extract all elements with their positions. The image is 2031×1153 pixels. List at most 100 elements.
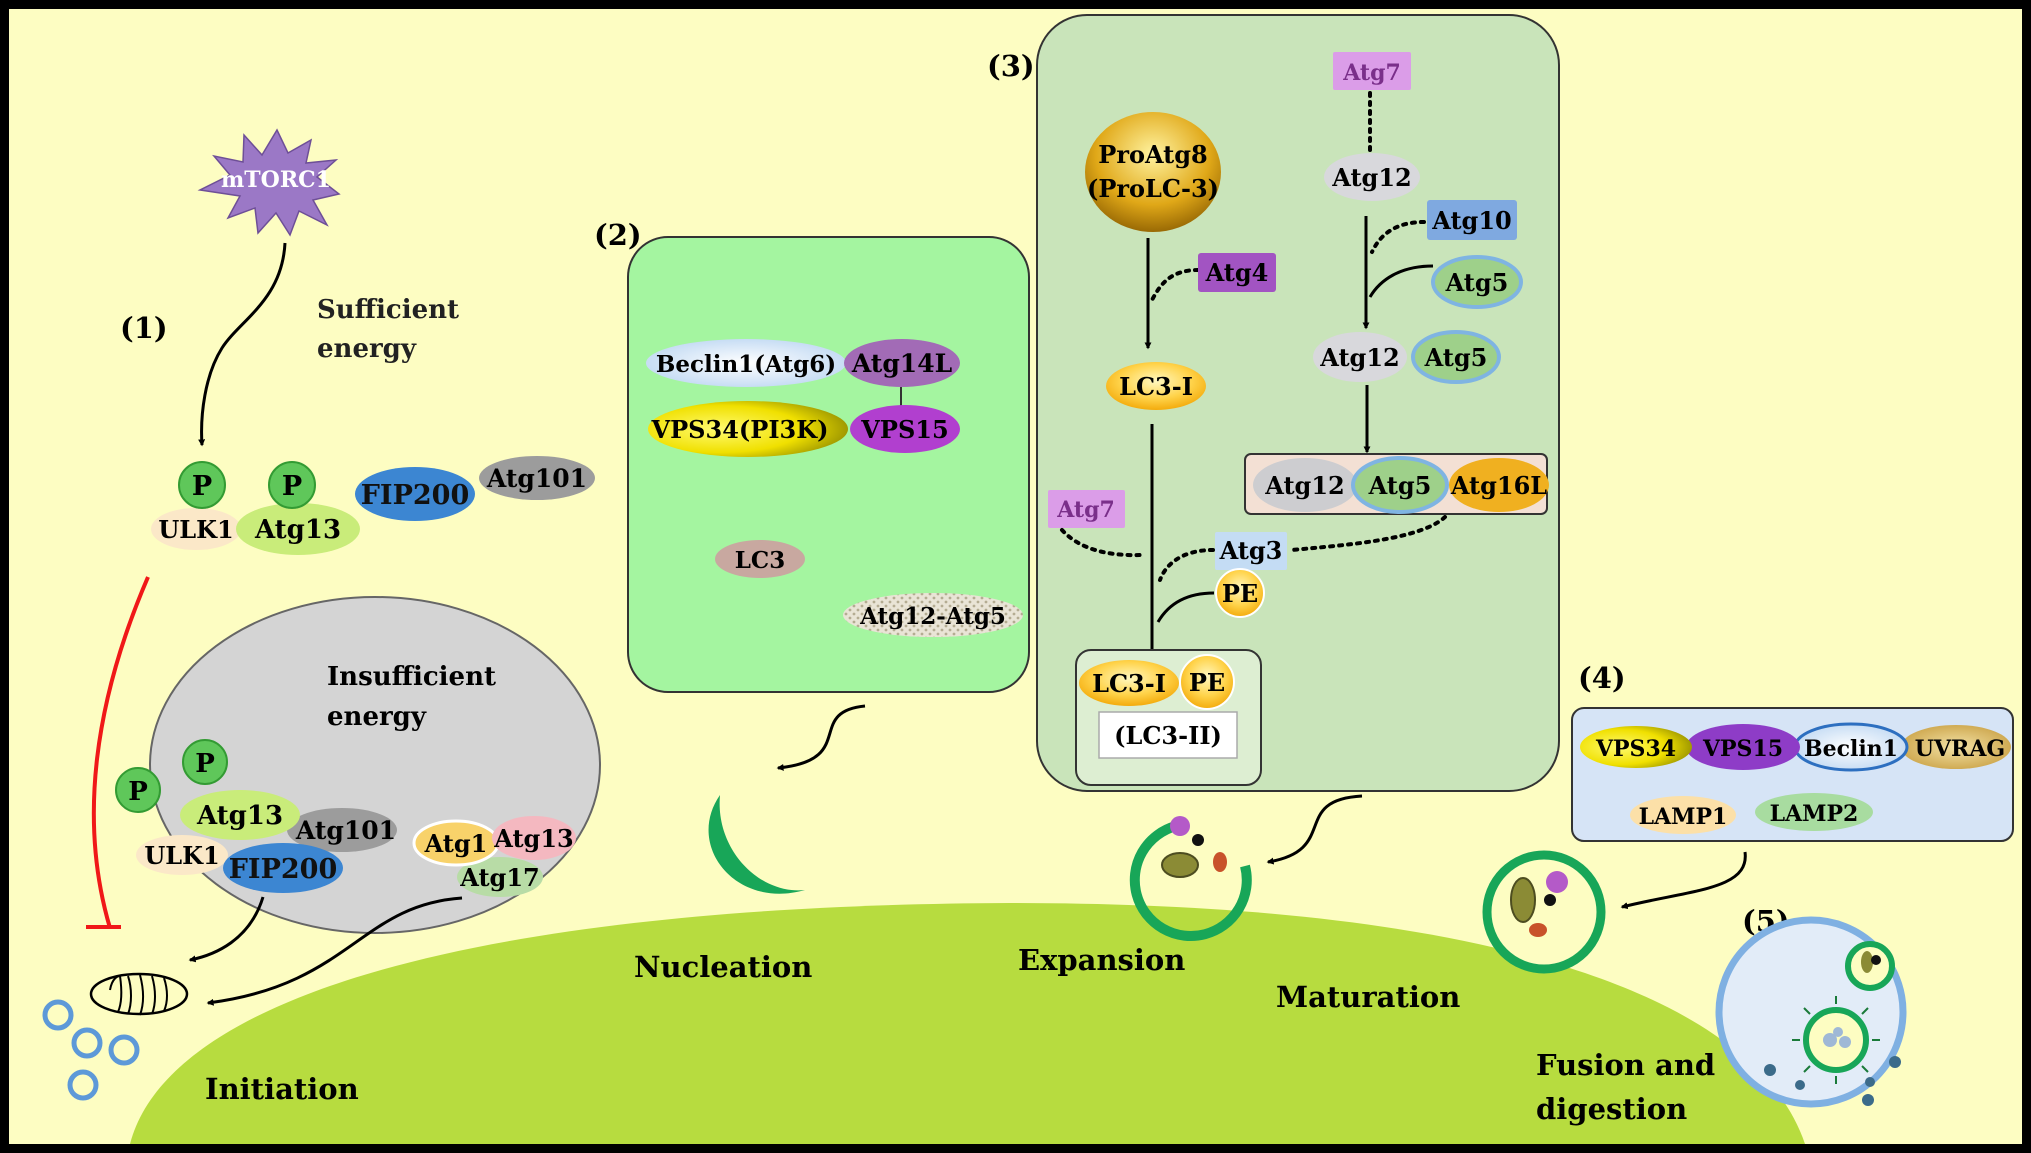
atg4-node [1198, 253, 1276, 292]
atg17-label: Atg17 [459, 863, 539, 892]
step-2-label: (2) [594, 218, 642, 252]
atg101-label-insufficient: Atg101 [295, 816, 396, 845]
lc3i-label: LC3-I [1119, 372, 1193, 401]
beclin1-label: Beclin1(Atg6) [656, 351, 836, 378]
phospho-p-label-3: P [195, 749, 215, 779]
stage-label-nucleation: Nucleation [634, 950, 812, 984]
phospho-p-node-4 [115, 767, 161, 813]
vps34-pi3k-node [648, 401, 848, 457]
phospho-p-label-2: P [282, 471, 302, 502]
fip200-label: FIP200 [361, 480, 469, 511]
lc3i-node [1106, 362, 1206, 410]
atg7-label-left: Atg7 [1056, 497, 1115, 523]
atg12-node-complex [1253, 458, 1357, 512]
atg14l-label: Atg14L [851, 349, 953, 378]
pe-node-bound [1179, 654, 1235, 710]
atg101-label: Atg101 [486, 464, 587, 493]
lamp2-label: LAMP2 [1770, 801, 1859, 827]
pe-node [1215, 568, 1265, 618]
stage-label-maturation: Maturation [1276, 980, 1460, 1014]
proatg8-node [1085, 112, 1221, 232]
autophagosome [1482, 850, 1606, 974]
atg101-node-insufficient [287, 808, 397, 852]
proatg8-label-2: (ProLC-3) [1087, 174, 1219, 203]
atg13-pink-label: Atg13 [493, 824, 573, 853]
atg101-node [479, 456, 595, 500]
nucleation-phagophore-crescent [708, 795, 805, 894]
fip200-label-insufficient: FIP200 [229, 854, 337, 885]
insufficient-energy-label-1: Insufficient [327, 662, 496, 692]
atg10-label: Atg10 [1431, 206, 1511, 235]
phospho-p-label-1: P [192, 471, 212, 502]
nucleation-arrow [776, 704, 866, 771]
beclin1-label-maturation: Beclin1 [1804, 736, 1898, 762]
atg12-label-middle: Atg12 [1319, 343, 1399, 372]
atg12-atg5-label: Atg12-Atg5 [859, 603, 1006, 630]
vesicle [71, 1027, 103, 1059]
atg13-node [236, 503, 360, 555]
vps34-label-maturation: VPS34 [1595, 736, 1676, 762]
lamp1-node [1630, 796, 1736, 834]
stage-label-fusion-2: digestion [1536, 1092, 1687, 1126]
initiation-membrane-striations [109, 974, 168, 1016]
atg12-atg5-node [843, 593, 1023, 637]
atg4-label: Atg4 [1205, 258, 1269, 287]
step-3-label: (3) [987, 49, 1035, 83]
ulk1-label-insufficient: ULK1 [144, 841, 219, 870]
atg17-to-phagophore-arrow [206, 896, 463, 1006]
atg10-node [1427, 200, 1517, 240]
vps34-node-maturation [1580, 726, 1692, 768]
atg12-label-complex: Atg12 [1264, 471, 1344, 500]
inhibition-line [91, 576, 150, 929]
atg5-node-complex [1351, 456, 1449, 514]
stage-label-fusion-1: Fusion and [1536, 1048, 1715, 1082]
lc3ii-label: (LC3-II) [1114, 721, 1222, 750]
vps34-pi3k-label: VPS34(PI3K) [651, 415, 829, 444]
initiation-membrane [89, 972, 189, 1016]
insufficient-energy-label-2: energy [327, 702, 427, 732]
atg13-node-insufficient [180, 790, 300, 840]
atg16l-to-atg3-dotted-link [1290, 515, 1447, 552]
atg7-dotted-link [1060, 528, 1142, 558]
atg13-pink-node [492, 816, 576, 860]
atg12-node-top [1324, 153, 1420, 201]
lamp2-node [1755, 793, 1873, 831]
vesicle-cluster [42, 999, 140, 1101]
ulk1-label: ULK1 [158, 515, 233, 544]
sufficient-energy-label-1: Sufficient [317, 295, 459, 325]
atg10-dotted-link [1370, 220, 1426, 254]
fip200-node [355, 467, 475, 521]
uvrag-label: UVRAG [1915, 736, 2005, 762]
vesicle [42, 999, 74, 1031]
vps15-node-maturation [1686, 724, 1800, 770]
atg12-label-top: Atg12 [1331, 163, 1411, 192]
vps15-label-maturation: VPS15 [1702, 736, 1783, 762]
atg14l-node [844, 339, 960, 387]
lamp1-label: LAMP1 [1639, 804, 1728, 830]
atg5-label-top: Atg5 [1445, 268, 1509, 297]
expanding-phagophore [1129, 816, 1252, 941]
lc3-node [715, 540, 805, 578]
atg5-link [1368, 264, 1434, 298]
phospho-p-node-1 [178, 461, 226, 509]
maturation-arrow [1620, 851, 1747, 910]
uvrag-node [1901, 725, 2011, 769]
atg5-node-top [1431, 255, 1523, 309]
cell-floor [130, 903, 1805, 1144]
vps15-node [850, 405, 960, 453]
fip200-to-phagophore-arrow [188, 896, 265, 963]
mtorc1-label: mTORC1 [221, 167, 331, 193]
lc3i-node-bound [1079, 660, 1179, 706]
lc3-label: LC3 [735, 547, 785, 574]
atg5-label-middle: Atg5 [1424, 343, 1488, 372]
vesicle [108, 1034, 140, 1066]
ulk1-node-insufficient [136, 835, 228, 875]
atg5-node-middle [1411, 330, 1501, 384]
mtorc1-to-ulk1-arrow [198, 242, 287, 447]
atg7-node-top [1333, 52, 1411, 90]
pe-link [1156, 591, 1215, 623]
phospho-p-node-3 [182, 739, 228, 785]
atg16l-node [1449, 458, 1549, 512]
atg13-label-insufficient: Atg13 [196, 801, 283, 831]
